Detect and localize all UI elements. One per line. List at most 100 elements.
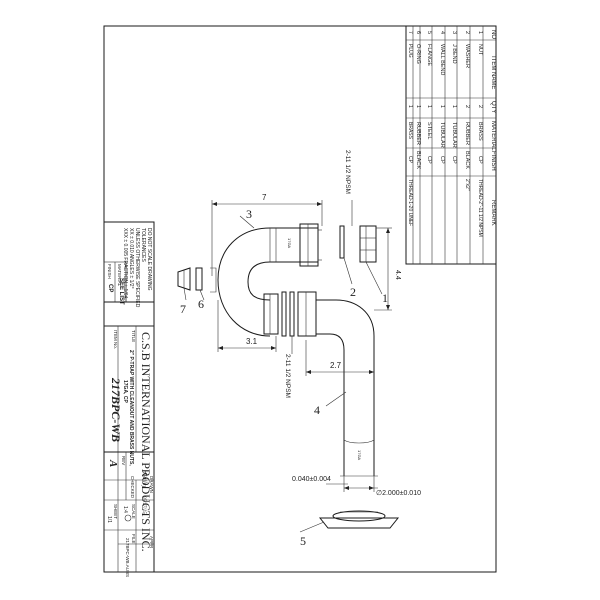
plug-oring (177, 267, 217, 293)
drawn-date: 05/17/15 (141, 496, 146, 514)
callouts: 1 2 3 4 5 6 7 (180, 207, 388, 548)
bom-frame (405, 25, 497, 265)
j-bend: 17GA (217, 223, 322, 337)
company-name: C.S.B INTERNATIONAL PRODUCTS INC. (139, 332, 153, 552)
svg-text:1: 1 (477, 31, 483, 34)
finish-label: FINISH (107, 264, 112, 279)
svg-text:THREAD-2"-11 1/2 NPSM: THREAD-2"-11 1/2 NPSM (477, 179, 483, 237)
svg-text:2"x2": 2"x2" (464, 179, 470, 191)
title-line-1: 2" P-TRAP WITH CLEANOUT AND BRASS NUTS, (128, 350, 134, 466)
pipe-assembly: 17GA 17GA (177, 223, 400, 529)
callout-2: 2 (350, 285, 356, 299)
svg-text:6: 6 (415, 31, 421, 34)
bill-of-materials: NO ITEM NAME QTY MATERIAL FINISH REMARK … (405, 25, 497, 265)
note-line-4: XX ± 0.010 ANGLES ± 1/2° (128, 228, 134, 289)
svg-text:PLUG: PLUG (407, 44, 413, 58)
bom-row-3: 3 J BEND 1 TUBULAR CP (451, 31, 457, 164)
svg-text:THREAD-1-20 UNEF: THREAD-1-20 UNEF (407, 179, 413, 226)
svg-text:WASHER: WASHER (464, 44, 470, 68)
dim-2-7: 2.7 (330, 361, 342, 370)
drawn-label: DRAWN (149, 476, 154, 493)
svg-text:CP: CP (439, 156, 445, 164)
svg-text:J BEND: J BEND (451, 44, 457, 64)
callout-1: 1 (382, 291, 388, 305)
svg-text:O-RING: O-RING (415, 44, 421, 64)
scale-value: 1:4 (122, 506, 128, 513)
material-value: SEE LIST (118, 278, 124, 305)
dim-4-4: 4.4 (394, 270, 401, 280)
callout-5: 5 (300, 534, 306, 548)
svg-text:CP: CP (477, 156, 483, 164)
thread-label-bottom: 2-11 1/2 NPSM (284, 354, 291, 398)
wall-bend: 17GA (316, 299, 378, 477)
svg-text:TUBULAR: TUBULAR (451, 122, 457, 148)
dim-7: 7 (262, 193, 267, 202)
exploded-nut-washer (339, 225, 377, 263)
upper-nut (299, 223, 319, 267)
callout-6: 6 (198, 297, 204, 311)
svg-text:CP: CP (426, 156, 432, 164)
material-label: MATERIAL (117, 264, 122, 287)
finish-value: CP (107, 284, 113, 292)
note-line-2: TOLERANCES (140, 228, 146, 262)
svg-text:BLACK: BLACK (464, 151, 470, 169)
file-label: FILE (131, 534, 136, 544)
svg-text:1: 1 (415, 105, 421, 108)
callout-7: 7 (180, 302, 186, 316)
svg-text:RUBBER: RUBBER (464, 122, 470, 145)
svg-text:NUT: NUT (477, 44, 483, 56)
bom-header-finish: FINISH (490, 151, 496, 171)
svg-text:TUBULAR: TUBULAR (439, 122, 445, 148)
bom-header-remark: REMARK (490, 200, 496, 226)
title-line-2: 17GA, CP (122, 380, 128, 403)
title-label: TITLE (131, 330, 136, 342)
note-line-1: DO NOT SCALE DRAWING (146, 228, 152, 291)
bom-row-2: 2 WASHER 2 RUBBER BLACK 2"x2" (464, 31, 470, 191)
plug-item-7 (177, 267, 191, 291)
sheet-value: 1/1 (106, 516, 112, 523)
bom-row-7: 7 PLUG 1 BRASS CP THREAD-1-20 UNEF (407, 31, 413, 226)
oring-item-6 (195, 267, 203, 291)
bom-header-qty: QTY (490, 101, 496, 113)
callout-4: 4 (314, 403, 320, 417)
svg-text:RUBBER: RUBBER (415, 122, 421, 145)
svg-text:1: 1 (439, 105, 445, 108)
nut-item-1 (359, 225, 377, 263)
bom-header-no: NO (490, 30, 496, 39)
dimensions: 7 4.4 3.1 2.7 2-11 1/2 NPSM 2-11 1/2 NPS… (211, 150, 421, 497)
bom-row-4: 4 WALL BEND 1 TUBULAR CP (439, 31, 445, 164)
item-number: 217BPC-WB (109, 377, 123, 442)
appr-label: APPR (149, 536, 154, 549)
dim-3-1: 3.1 (246, 337, 258, 346)
note-line-5: XXX ± 0.005 FRACTION ± 1/64 (122, 228, 128, 298)
note-line-3: UNLESS OTHERWISE SPECIFIED (134, 228, 140, 308)
svg-text:2: 2 (464, 105, 470, 108)
svg-text:CP: CP (407, 156, 413, 164)
sheet-label: SHEET (113, 504, 118, 519)
lower-connection (263, 291, 317, 337)
flange-item-5 (318, 510, 400, 529)
washer-item-2 (339, 225, 345, 259)
svg-text:STEEL: STEEL (426, 122, 432, 139)
file-value: 217BPC-WB.AUBS (125, 538, 130, 577)
item-label: ITEM No. (113, 330, 118, 349)
washer-lower (281, 291, 287, 337)
svg-text:2: 2 (464, 31, 470, 34)
svg-text:BLACK: BLACK (415, 151, 421, 169)
rev-value: A (107, 459, 119, 467)
gauge-stamp-upper: 17GA (287, 238, 292, 249)
svg-text:BRASS: BRASS (407, 122, 413, 140)
svg-text:1: 1 (407, 105, 413, 108)
rev-label: REV (121, 456, 126, 465)
bom-row-1: 1 NUT 2 BRASS CP THREAD-2"-11 1/2 NPSM (477, 31, 483, 237)
bom-row-5: 5 FLANGE 1 STEEL CP (426, 31, 432, 164)
lower-nut (297, 291, 317, 337)
svg-text:BRASS: BRASS (477, 122, 483, 141)
projection-symbol-icon (124, 514, 132, 522)
title-block: DO NOT SCALE DRAWING TOLERANCES UNLESS O… (103, 221, 155, 577)
scale-label: SCALE (131, 504, 136, 519)
thread-label-top: 2-11 1/2 NPSM (344, 150, 351, 194)
svg-text:1: 1 (451, 105, 457, 108)
svg-text:5: 5 (426, 31, 432, 34)
svg-text:2: 2 (477, 105, 483, 108)
